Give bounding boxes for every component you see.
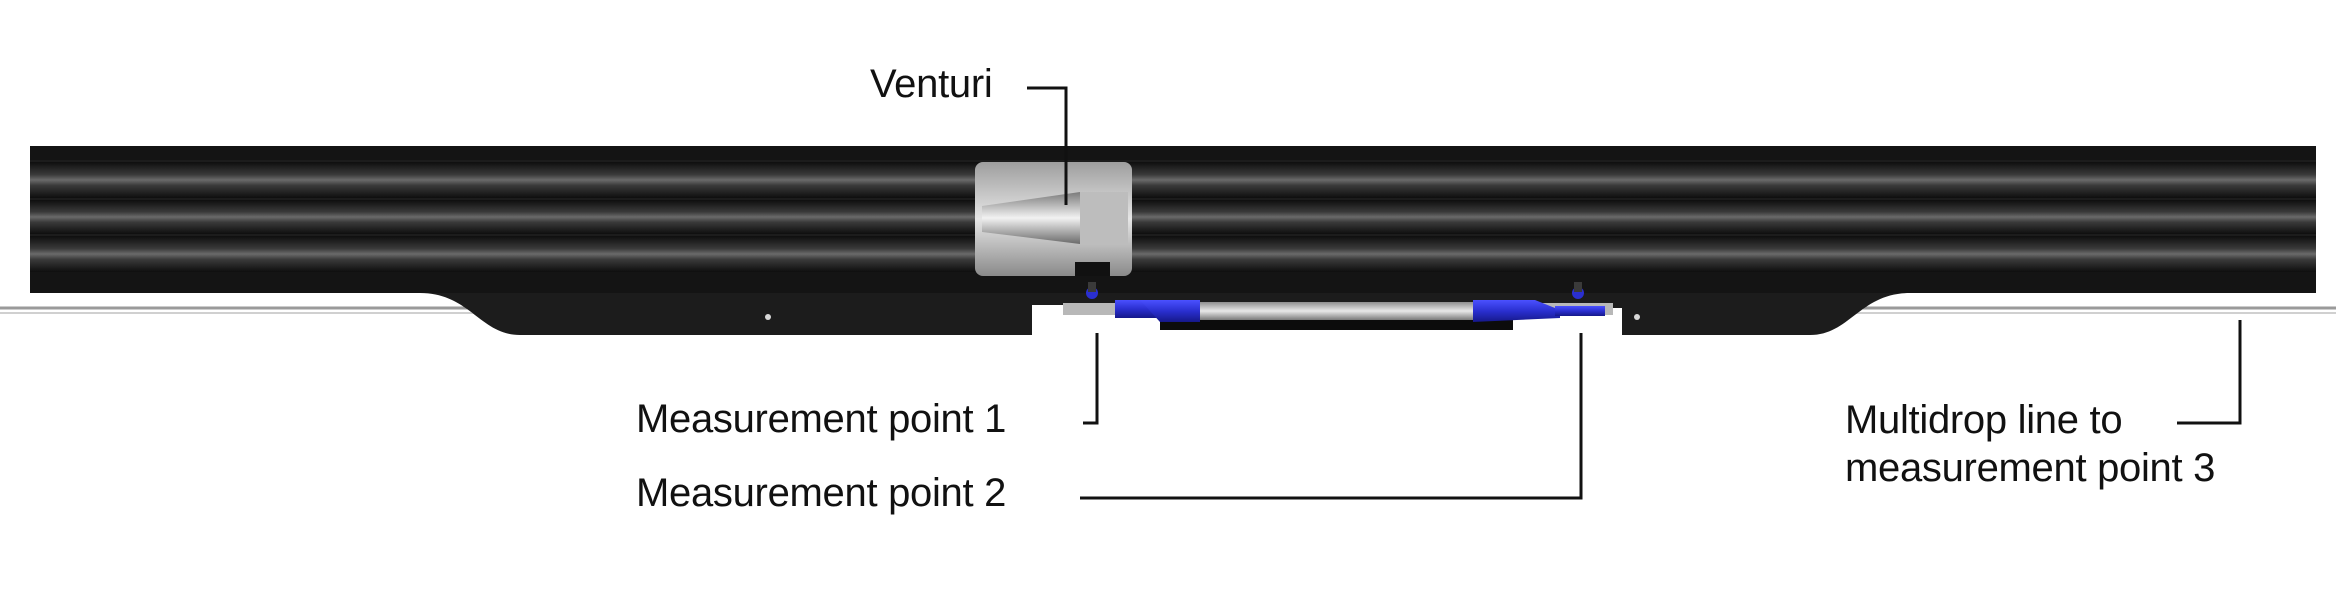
mp2-leader — [1080, 333, 1583, 500]
multidrop-cable — [0, 306, 2336, 314]
gauge-carrier — [1063, 282, 1613, 330]
mp1-leader — [1083, 333, 1099, 425]
measurement-point-2-label: Measurement point 2 — [636, 471, 1007, 515]
leader-lines — [1027, 86, 2242, 500]
multidrop-label: Multidrop line to measurement point 3 — [1845, 396, 2215, 492]
multidrop-label-line-2: measurement point 3 — [1845, 446, 2216, 490]
venturi-leader — [1027, 86, 1068, 205]
venturi-label: Venturi — [870, 62, 993, 106]
measurement-point-1-label: Measurement point 1 — [636, 397, 1007, 441]
venturi-insert — [975, 162, 1132, 276]
pipe-tubes — [30, 162, 2316, 272]
multidrop-leader — [2177, 320, 2242, 425]
multidrop-label-line-1: Multidrop line to — [1845, 398, 2123, 442]
